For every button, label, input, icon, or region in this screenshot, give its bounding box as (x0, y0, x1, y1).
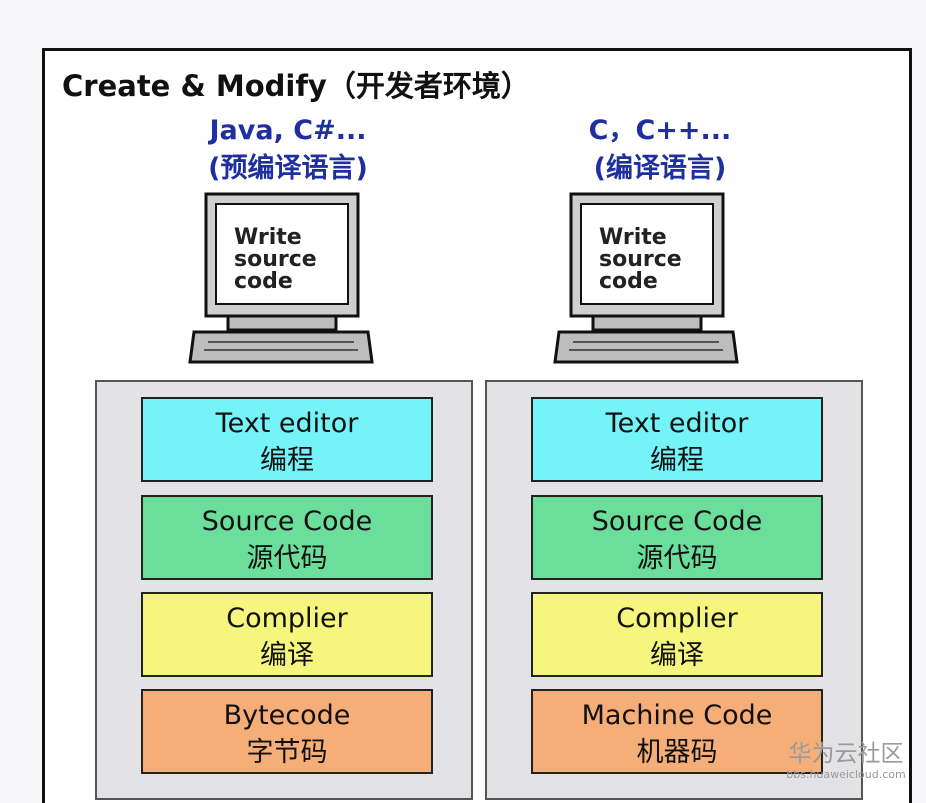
right-stage-2-en: Source Code (591, 506, 763, 537)
right-stage-1-zh: 编程 (650, 445, 704, 476)
left-stage-4-zh: 字节码 (246, 737, 328, 768)
right-stage-4-en: Machine Code (581, 700, 773, 731)
left-language-label: Java, C#... (预编译语言) (168, 112, 408, 188)
left-computer-icon: Write source code (188, 192, 374, 364)
right-stage-text-editor: Text editor 编程 (531, 397, 823, 482)
left-stage-bytecode: Bytecode 字节码 (141, 689, 433, 774)
right-language-names: C，C++... (588, 115, 732, 146)
left-language-names: Java, C#... (209, 115, 367, 146)
right-stage-compiler: Complier 编译 (531, 592, 823, 677)
left-stage-3-zh: 编译 (260, 640, 314, 671)
diagram-title: Create & Modify（开发者环境） (62, 69, 530, 103)
right-pipeline-column: Text editor 编程 Source Code 源代码 Complier … (485, 380, 863, 800)
right-screen-line-3: code (599, 269, 658, 294)
left-stage-4-en: Bytecode (223, 700, 351, 731)
left-stage-compiler: Complier 编译 (141, 592, 433, 677)
left-stage-2-en: Source Code (201, 506, 373, 537)
left-stage-source-code: Source Code 源代码 (141, 495, 433, 580)
left-stage-1-zh: 编程 (260, 445, 314, 476)
right-stage-2-zh: 源代码 (636, 543, 718, 574)
right-stage-3-en: Complier (616, 603, 738, 634)
left-screen-line-2: source (234, 247, 317, 272)
watermark: 华为云社区 bbs.huaweicloud.com (776, 740, 916, 782)
left-stage-1-en: Text editor (215, 408, 359, 439)
right-computer-icon: Write source code (553, 192, 739, 364)
right-stage-1-en: Text editor (605, 408, 749, 439)
left-screen-line-3: code (234, 269, 293, 294)
right-stage-3-zh: 编译 (650, 640, 704, 671)
right-screen-line-2: source (599, 247, 682, 272)
right-stage-source-code: Source Code 源代码 (531, 495, 823, 580)
left-language-type: (预编译语言) (208, 153, 368, 184)
left-stage-text-editor: Text editor 编程 (141, 397, 433, 482)
right-stage-4-zh: 机器码 (636, 737, 718, 768)
left-pipeline-column: Text editor 编程 Source Code 源代码 Complier … (95, 380, 473, 800)
left-stage-3-en: Complier (226, 603, 348, 634)
left-screen-line-1: Write (234, 225, 302, 250)
watermark-url: bbs.huaweicloud.com (786, 768, 906, 781)
right-screen-line-1: Write (599, 225, 667, 250)
right-stage-machine-code: Machine Code 机器码 (531, 689, 823, 774)
right-language-label: C，C++... (编译语言) (540, 112, 780, 188)
right-language-type: (编译语言) (593, 153, 727, 184)
left-stage-2-zh: 源代码 (246, 543, 328, 574)
watermark-brand: 华为云社区 (788, 741, 904, 767)
